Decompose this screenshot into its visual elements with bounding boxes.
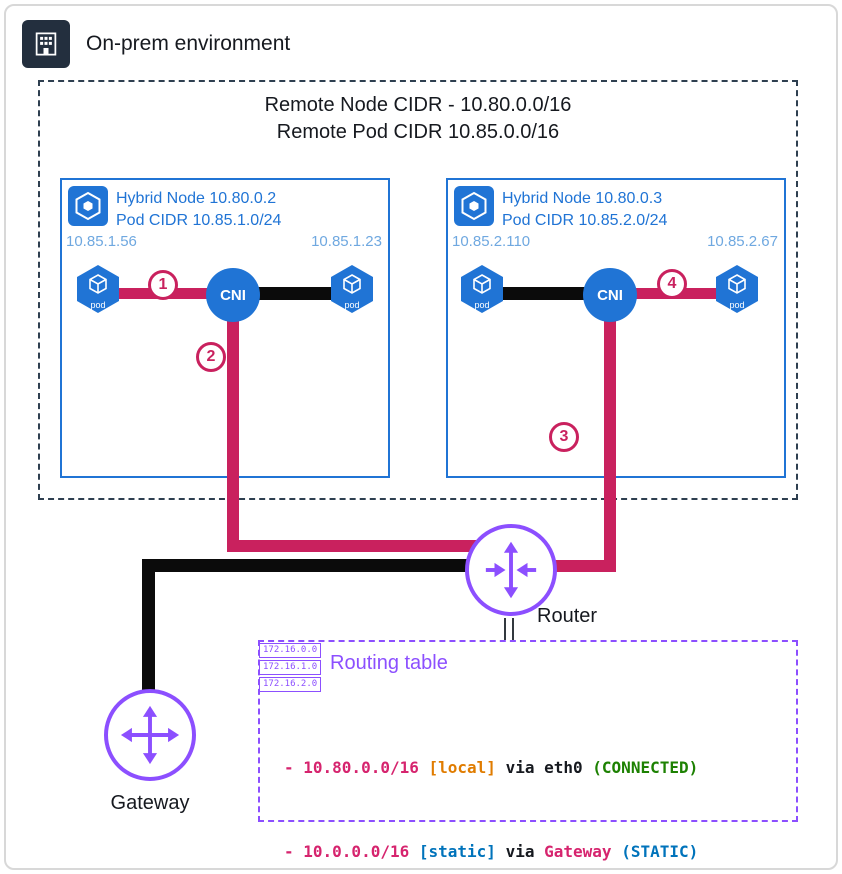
pod-label: pod [729,300,744,310]
router-table-connector [504,618,506,640]
step-badge-1: 1 [148,270,178,300]
flow-line-router-to-gateway-horizontal-black [142,559,482,572]
router-table-connector [512,618,514,640]
route-segment: - 10.80.0.0/16 [284,758,419,777]
cni-node-1: CNI [206,268,260,322]
onprem-building-tile [22,20,70,68]
route-segment: (CONNECTED) [592,758,699,777]
routing-table-box [258,640,798,822]
route-chip: 172.16.0.0 [259,643,322,658]
node-1-name: Hybrid Node 10.80.0.2 [116,190,277,207]
route-entry: - 10.80.0.0/16 [local] via eth0 (CONNECT… [284,754,698,782]
remote-node-cidr-label: Remote Node CIDR - 10.80.0.0/16 [264,94,572,116]
building-icon [35,32,57,56]
hybrid-node-icon-2 [454,186,494,226]
route-segment: Gateway [544,842,612,861]
pod-icon: pod [714,264,760,314]
route-segment: - 10.0.0.0/16 [284,842,410,861]
env-cidr-title: Remote Node CIDR - 10.80.0.0/16 Remote P… [38,92,798,146]
flow-line-pod3-to-cni2-black [482,287,610,300]
flow-line-cni1-to-pod2-black [233,287,352,300]
route-chip: 172.16.1.0 [259,660,322,675]
pod-icon: pod [459,264,505,314]
gateway-icon [104,689,196,781]
node-2-pod-cidr: Pod CIDR 10.85.2.0/24 [502,212,668,229]
remote-pod-cidr-label: Remote Pod CIDR 10.85.0.0/16 [276,121,560,143]
route-chip: 172.16.2.0 [259,677,322,692]
flow-line-router-to-gateway-vertical-black [142,559,155,704]
pod-label: pod [474,300,489,310]
node-2-title: Hybrid Node 10.80.0.3 Pod CIDR 10.85.2.0… [502,188,667,232]
pod-label: pod [344,300,359,310]
routing-table-entries: - 10.80.0.0/16 [local] via eth0 (CONNECT… [284,698,698,874]
hybrid-node-box-2 [446,178,786,478]
route-segment: (STATIC) [621,842,699,861]
node-2-name: Hybrid Node 10.80.0.3 [502,190,663,207]
route-segment: via [505,842,535,861]
gateway-label: Gateway [110,792,190,814]
pod-ip-label: 10.85.1.56 [66,233,137,250]
route-segment: [static] [418,842,496,861]
routing-table-title: Routing table [330,652,448,674]
pod-label: pod [90,300,105,310]
flow-line-cni1-to-router-pink [227,540,482,552]
eks-hexagon-icon [461,191,487,221]
node-1-title: Hybrid Node 10.80.0.2 Pod CIDR 10.85.1.0… [116,188,281,232]
hybrid-node-icon-1 [68,186,108,226]
route-segment: [local] [428,758,496,777]
step-badge-4: 4 [657,269,687,299]
hybrid-node-box-1 [60,178,390,478]
page-border [4,4,838,870]
flow-line-cni2-down-pink [604,320,616,572]
flow-line-cni1-down-pink [227,316,239,552]
router-label: Router [537,605,598,627]
node-1-pod-cidr: Pod CIDR 10.85.1.0/24 [116,212,282,229]
pod-ip-label: 10.85.2.110 [452,233,531,250]
route-segment: via eth0 [505,758,583,777]
pod-ip-label: 10.85.1.23 [311,233,382,250]
flow-line-cni2-to-router-pink [545,560,616,572]
route-entry: - 10.0.0.0/16 [static] via Gateway (STAT… [284,838,698,866]
pod-icon: pod [75,264,121,314]
router-icon [465,524,557,616]
page-title: On-prem environment [86,32,291,55]
step-badge-2: 2 [196,342,226,372]
onprem-env-box [38,80,798,500]
cni-node-2: CNI [583,268,637,322]
pod-ip-label: 10.85.2.67 [707,233,778,250]
pod-icon: pod [329,264,375,314]
step-badge-3: 3 [549,422,579,452]
eks-hexagon-icon [75,191,101,221]
